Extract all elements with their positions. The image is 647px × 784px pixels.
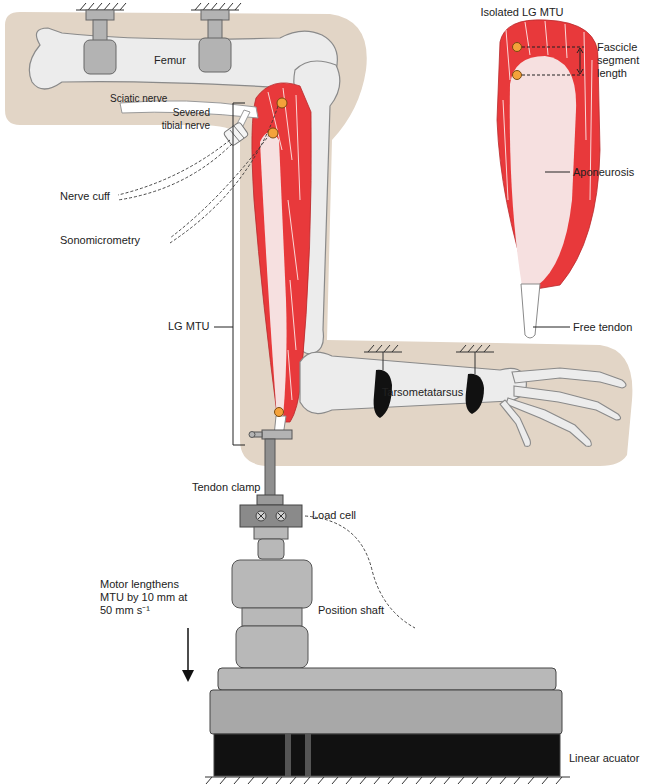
isolated-aponeurosis [510, 56, 576, 286]
foot-straps [364, 345, 494, 418]
bone-label-box: Femur [130, 50, 210, 70]
bone-clamps [84, 10, 231, 74]
isolated-free-tendon [521, 284, 540, 338]
nerve-cuff [223, 122, 249, 147]
position-shaft [232, 527, 312, 668]
load-cell [240, 495, 302, 527]
bone-label-box: Tarsometatarsus [370, 382, 475, 402]
sonomicrometry-crystals [268, 98, 287, 417]
toes [500, 368, 626, 446]
part-name: LG MTU [168, 320, 210, 333]
isolated-muscle [497, 20, 600, 290]
part-name: Tendon clamp [192, 481, 261, 494]
isolated-crystals [513, 43, 522, 80]
clamp-stands [76, 3, 241, 10]
length-indicator [522, 47, 584, 327]
part-name: Load cell [312, 509, 356, 522]
part-name: Free tendon [573, 321, 632, 334]
tarsometatarsus-bone [300, 352, 526, 413]
part-name: Nerve cuff [60, 190, 110, 203]
part-name: Linear acuator [569, 752, 639, 765]
part-name: Severed tibial nerve [150, 106, 210, 132]
aponeurosis [260, 132, 287, 418]
part-name: Position shaft [318, 604, 384, 617]
part-name: Aponeurosis [573, 166, 634, 179]
mtu-bracket [214, 103, 245, 445]
bone-name: Femur [154, 54, 186, 67]
limb-outline [5, 12, 632, 466]
part-name: Sonomicrometry [60, 234, 140, 247]
figure-heading: Isolated LG MTU [462, 6, 582, 19]
part-name: Sciatic nerve [110, 92, 167, 105]
motion-note: Motor lengthens MTU by 10 mm at 50 mm s⁻… [100, 578, 198, 617]
motor-arrow [182, 628, 194, 682]
linear-actuator [205, 668, 570, 784]
dimension-label: Fascicle segment length [597, 41, 645, 80]
tendon-clamp [249, 430, 292, 439]
bone-name: Tarsometatarsus [382, 386, 463, 399]
muscle-fibers [268, 88, 300, 400]
